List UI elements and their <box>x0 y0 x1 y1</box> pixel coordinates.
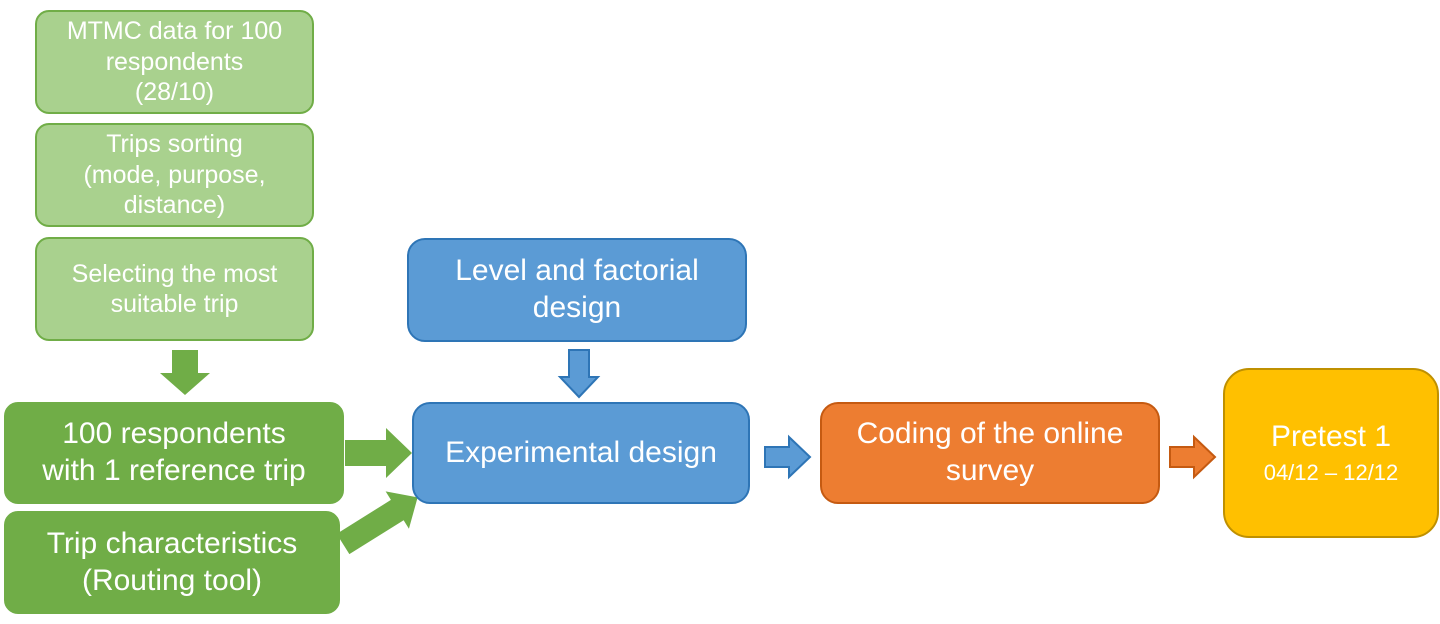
arrow-experimental-to-coding <box>764 434 812 480</box>
mtmc-line-1: MTMC data for 100 <box>66 17 283 46</box>
characteristics-line-2: (Routing tool) <box>81 563 263 597</box>
arrow-selecting-to-respondents <box>160 350 210 395</box>
respondents-box: 100 respondents with 1 reference trip <box>4 402 344 504</box>
level-line-1: Level and factorial <box>455 254 699 288</box>
level-line-2: design <box>532 291 622 324</box>
arrow-coding-to-pretest <box>1169 434 1217 480</box>
trip-characteristics-box: Trip characteristics (Routing tool) <box>4 511 340 614</box>
selecting-line-1: Selecting the most <box>71 259 278 288</box>
sorting-line-1: Trips sorting <box>106 130 243 159</box>
pretest-dates: 04/12 – 12/12 <box>1263 459 1399 485</box>
selecting-line-2: suitable trip <box>110 290 239 318</box>
characteristics-line-1: Trip characteristics <box>46 526 298 560</box>
level-factorial-design-box: Level and factorial design <box>407 238 747 342</box>
pretest-box: Pretest 1 04/12 – 12/12 <box>1223 368 1439 538</box>
arrow-characteristics-to-experimental <box>336 491 418 555</box>
respondents-line-2: with 1 reference trip <box>42 454 306 487</box>
mtmc-data-box: MTMC data for 100 respondents (28/10) <box>35 10 314 114</box>
coding-line-2: survey <box>945 454 1035 487</box>
arrow-respondents-to-experimental <box>345 428 412 478</box>
coding-line-1: Coding of the online <box>856 417 1124 451</box>
trips-sorting-box: Trips sorting (mode, purpose, distance) <box>35 123 314 227</box>
mtmc-line-2: respondents <box>105 47 244 76</box>
sorting-line-3: distance) <box>123 191 226 220</box>
experimental-design-box: Experimental design <box>412 402 750 504</box>
selecting-trip-box: Selecting the most suitable trip <box>35 237 314 341</box>
coding-online-survey-box: Coding of the online survey <box>820 402 1160 504</box>
mtmc-line-3: (28/10) <box>134 78 215 107</box>
experimental-line-1: Experimental design <box>445 435 717 469</box>
pretest-title: Pretest 1 <box>1270 420 1392 454</box>
respondents-line-1: 100 respondents <box>62 417 286 451</box>
arrow-level-to-experimental <box>557 349 601 399</box>
sorting-line-2: (mode, purpose, <box>83 160 266 189</box>
